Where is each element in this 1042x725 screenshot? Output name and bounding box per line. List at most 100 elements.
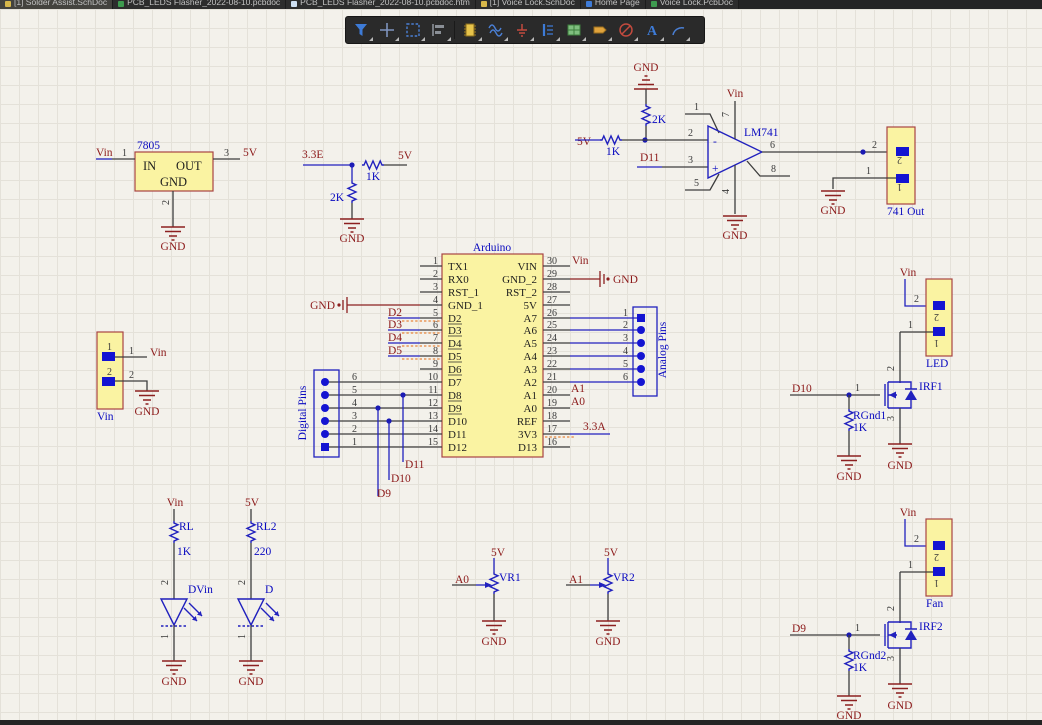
gnd-label: GND <box>482 636 507 648</box>
pin-name: D8 <box>448 390 462 402</box>
schematic-canvas[interactable]: 7805 IN OUT GND Vin 1 3 5V 2 GND 3.3E 1K… <box>0 9 1042 722</box>
pin-number: 29 <box>547 269 557 280</box>
pin-number: 1 <box>352 437 357 448</box>
wiper-arrow <box>599 582 606 588</box>
pin-number: 5 <box>623 359 628 370</box>
potentiometer-vr2[interactable]: 5V VR2 A1 GND <box>566 547 635 648</box>
connector-741-out[interactable]: 2 1 2 1 GND 741 Out <box>820 126 926 218</box>
mosfet-symbol <box>884 381 917 409</box>
tab-voice-lock-sch[interactable]: [1] Voice Lock.SchDoc <box>475 0 581 9</box>
net-label-vin: Vin <box>572 255 589 267</box>
html-doc-icon <box>291 1 298 7</box>
pad-number: 1 <box>107 342 112 353</box>
net-label-d10: D10 <box>792 383 812 395</box>
pad <box>933 567 945 576</box>
net-label-d9: D9 <box>377 488 391 500</box>
voltage-divider-33e[interactable]: 3.3E 1K 5V 2K GND <box>302 149 413 245</box>
pin-number: 21 <box>547 372 557 383</box>
gnd-label: GND <box>162 676 187 688</box>
resistor-value: 1K <box>853 662 868 674</box>
pin-name: RST_1 <box>448 287 479 299</box>
align-tool-button[interactable] <box>426 18 452 42</box>
pin-number: 2 <box>161 200 172 205</box>
resistor-1k <box>361 160 385 170</box>
pin-number: 25 <box>547 320 557 331</box>
minus-input: - <box>713 136 717 148</box>
place-sheet-symbol-button[interactable] <box>561 18 587 42</box>
component-lm741[interactable]: GND 2K 5V 1K 2 D11 3 1 5 - + LM741 7 Vin… <box>575 62 896 242</box>
net-label-vin: Vin <box>96 147 113 159</box>
pin-number: 26 <box>547 308 557 319</box>
pin-name-underlines <box>448 323 462 415</box>
place-text-button[interactable]: A <box>639 18 665 42</box>
pot-resistor <box>489 571 499 595</box>
tab-voice-lock-pcb[interactable]: Voice Lock.PcbDoc <box>645 0 739 9</box>
pin-8 <box>746 160 790 177</box>
component-icon <box>464 23 476 37</box>
tab-pcb-leds-flasher-htm[interactable]: PCB_LEDS Flasher_2022-08-10.pcbdoc.htm <box>286 0 476 9</box>
move-tool-button[interactable] <box>374 18 400 42</box>
select-area-button[interactable] <box>400 18 426 42</box>
pin-number: 18 <box>547 411 557 422</box>
connector-analog-pins[interactable]: 1 2 3 4 5 6 Analog Pins <box>623 306 669 397</box>
net-label-5v: 5V <box>577 136 592 148</box>
place-no-erc-button[interactable] <box>613 18 639 42</box>
tab-solder-assist[interactable]: [1] Solder Assist.SchDoc <box>0 0 114 9</box>
pin-name: A7 <box>524 313 538 325</box>
place-wire-button[interactable] <box>483 18 509 42</box>
gnd-symbol <box>820 190 846 205</box>
pin-number: 3 <box>352 411 357 422</box>
pin-number: 6 <box>623 372 628 383</box>
digital-net-drops[interactable]: D11 D10 D9 <box>375 392 425 500</box>
harness-icon <box>542 24 553 36</box>
place-harness-button[interactable] <box>535 18 561 42</box>
pin-number: 1 <box>855 383 860 394</box>
pin-number: 8 <box>771 164 776 175</box>
component-7805-regulator[interactable]: 7805 IN OUT GND Vin 1 3 5V 2 GND <box>96 140 258 253</box>
connector-body <box>925 518 953 597</box>
gnd-label: GND <box>135 406 160 418</box>
resistor-2k <box>641 103 651 127</box>
led-circuit-1[interactable]: Vin RL 1K 2 DVin 1 GND <box>159 497 213 688</box>
component-arduino[interactable]: Arduino TX1 RX0 RST_1 GND_1 D2 D3 D4 D5 … <box>310 242 638 458</box>
gnd-symbol <box>887 443 913 458</box>
net-label-33a: 3.3A <box>583 421 606 433</box>
pin-number: 2 <box>914 294 919 305</box>
designator: Arduino <box>473 242 512 254</box>
wire <box>904 519 933 547</box>
connector-digital-pins[interactable]: 6 5 4 3 2 1 Digital Pins <box>297 369 357 458</box>
net-label-a1: A1 <box>569 574 583 586</box>
tab-label: [1] Voice Lock.SchDoc <box>489 0 575 7</box>
designator: 7805 <box>137 140 160 152</box>
gnd-symbol <box>481 620 507 635</box>
connector-vin[interactable]: 1 2 1 Vin 2 GND Vin <box>96 331 167 423</box>
led-circuit-2[interactable]: 5V RL2 220 2 D 1 GND <box>236 497 280 688</box>
filter-icon <box>355 24 367 36</box>
no-erc-icon <box>619 23 633 37</box>
mosfet-block-irf1[interactable]: Vin 2 2 1 LED 1 2 IRF1 3 GND D10 1 RGnd1… <box>790 267 953 483</box>
connector-label: Vin <box>97 411 114 423</box>
pin-1 <box>685 113 720 134</box>
tab-label: [1] Solder Assist.SchDoc <box>14 0 108 7</box>
filter-tool-button[interactable] <box>348 18 374 42</box>
connector-label: Analog Pins <box>657 321 669 378</box>
tab-home-page[interactable]: Home Page <box>580 0 646 9</box>
place-part-button[interactable] <box>457 18 483 42</box>
potentiometer-vr1[interactable]: 5V VR1 A0 GND <box>452 547 521 648</box>
pin-number: 1 <box>122 148 127 159</box>
pin-number: 8 <box>433 346 438 357</box>
gnd-symbol <box>595 620 621 635</box>
pin-name: D5 <box>448 351 462 363</box>
pin-name: D12 <box>448 442 467 454</box>
mosfet-block-irf2[interactable]: Vin 2 2 1 Fan 1 2 IRF2 3 GND D9 1 RGnd2 … <box>790 507 953 722</box>
place-power-port-button[interactable] <box>509 18 535 42</box>
pin-number: 6 <box>770 140 775 151</box>
pin-number: 5 <box>433 308 438 319</box>
place-net-label-button[interactable] <box>587 18 613 42</box>
tab-pcb-leds-flasher[interactable]: PCB_LEDS Flasher_2022-08-10.pcbdoc <box>113 0 287 9</box>
place-arc-button[interactable] <box>665 18 691 42</box>
wire-icon <box>488 24 503 37</box>
schematic-drawing[interactable]: 7805 IN OUT GND Vin 1 3 5V 2 GND 3.3E 1K… <box>0 9 1042 722</box>
pin-name: D6 <box>448 364 462 376</box>
net-label-d4: D4 <box>388 332 402 344</box>
